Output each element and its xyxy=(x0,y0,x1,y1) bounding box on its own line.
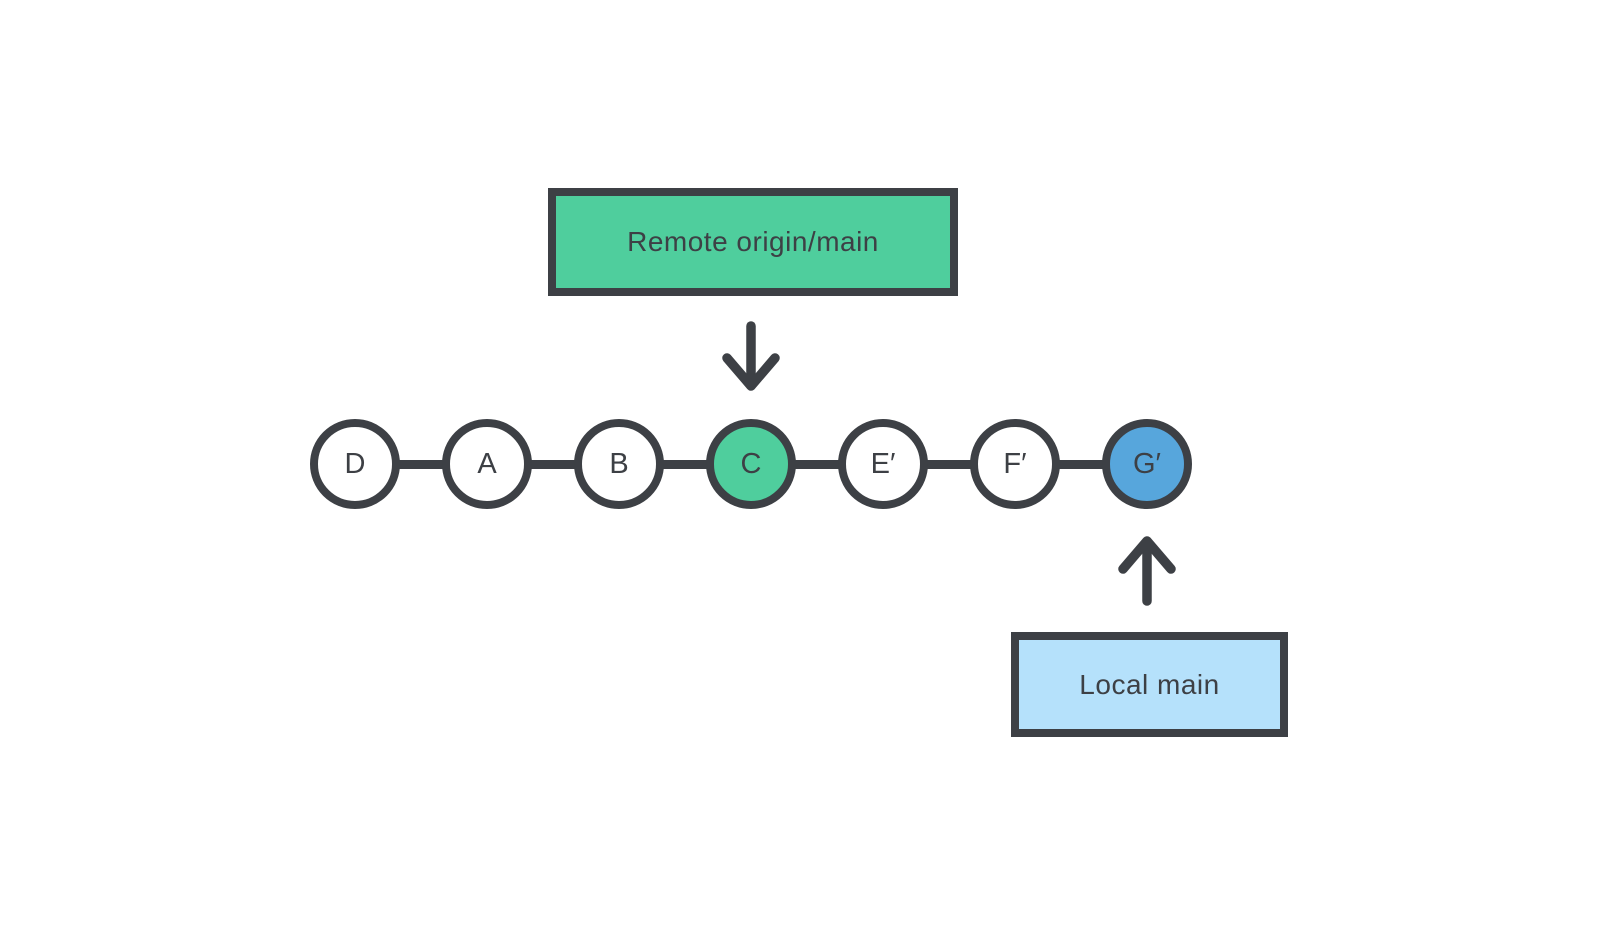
commit-node-g-prime: G′ xyxy=(1102,419,1192,509)
commit-node-f-prime: F′ xyxy=(970,419,1060,509)
commit-node-b: B xyxy=(574,419,664,509)
commit-node-label: G′ xyxy=(1133,447,1161,480)
down-arrow-icon xyxy=(722,321,780,391)
commit-node-label: B xyxy=(609,447,629,480)
local-branch-box: Local main xyxy=(1011,632,1288,737)
remote-branch-label: Remote origin/main xyxy=(627,226,879,257)
commit-node-label: F′ xyxy=(1003,447,1027,480)
local-branch-label: Local main xyxy=(1079,668,1220,700)
commit-node-c: C xyxy=(706,419,796,509)
commit-node-e-prime: E′ xyxy=(838,419,928,509)
up-arrow-icon xyxy=(1118,536,1176,606)
commit-node-label: A xyxy=(477,447,497,480)
commit-node-d: D xyxy=(310,419,400,509)
commit-node-a: A xyxy=(442,419,532,509)
commit-node-label: C xyxy=(740,447,762,480)
commit-node-label: E′ xyxy=(870,447,896,480)
remote-branch-box: Remote origin/main xyxy=(548,188,958,296)
commit-node-label: D xyxy=(344,447,366,480)
